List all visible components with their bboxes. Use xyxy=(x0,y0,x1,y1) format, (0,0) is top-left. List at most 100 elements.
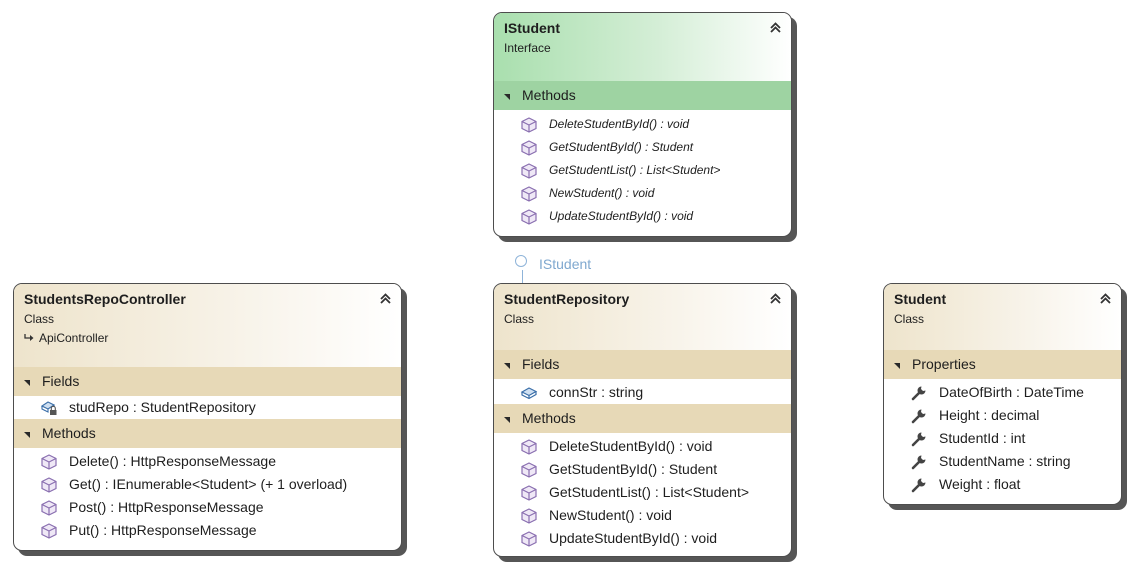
section-label: Properties xyxy=(912,356,976,372)
method-cube-icon xyxy=(521,438,537,455)
property-wrench-icon xyxy=(911,386,926,400)
list-item[interactable]: DateOfBirth : DateTime xyxy=(884,381,1121,404)
repository-header[interactable]: StudentRepository Class xyxy=(494,284,791,350)
list-item[interactable]: connStr : string xyxy=(494,381,791,404)
list-item[interactable]: GetStudentList() : List<Student> xyxy=(494,159,791,182)
controller-title: StudentsRepoController xyxy=(24,291,186,307)
private-field-lock-icon xyxy=(40,400,57,415)
member-text: DeleteStudentById() : void xyxy=(549,117,690,131)
method-cube-icon xyxy=(521,461,537,478)
method-cube-icon xyxy=(521,116,537,133)
list-item[interactable]: Get() : IEnumerable<Student> (+ 1 overlo… xyxy=(14,473,401,496)
property-wrench-icon xyxy=(911,432,926,446)
member-text: Weight : float xyxy=(939,476,1021,492)
list-item[interactable]: Height : decimal xyxy=(884,404,1121,427)
member-text: Height : decimal xyxy=(939,407,1040,423)
member-text: DeleteStudentById() : void xyxy=(549,438,713,454)
controller-methods-section[interactable]: Methods xyxy=(14,419,401,448)
collapse-icon[interactable] xyxy=(769,292,782,305)
list-item[interactable]: GetStudentById() : Student xyxy=(494,458,791,481)
list-item[interactable]: Post() : HttpResponseMessage xyxy=(14,496,401,519)
istudent-title: IStudent xyxy=(504,20,560,36)
member-text: Delete() : HttpResponseMessage xyxy=(69,453,276,469)
member-text: GetStudentById() : Student xyxy=(549,461,718,477)
expand-triangle-icon xyxy=(24,379,30,386)
list-item[interactable]: GetStudentList() : List<Student> xyxy=(494,481,791,504)
list-item[interactable]: StudentName : string xyxy=(884,450,1121,473)
student-class-box[interactable]: Student Class Properties DateOfBirth : D… xyxy=(883,283,1122,505)
member-text: StudentName : string xyxy=(939,453,1071,469)
method-cube-icon xyxy=(41,453,57,470)
expand-triangle-icon xyxy=(504,93,510,100)
method-cube-icon xyxy=(41,476,57,493)
expand-triangle-icon xyxy=(24,431,30,438)
list-item[interactable]: NewStudent() : void xyxy=(494,182,791,205)
istudent-header[interactable]: IStudent Interface xyxy=(494,13,791,81)
repository-methods-section[interactable]: Methods xyxy=(494,404,791,433)
list-item[interactable]: UpdateStudentById() : void xyxy=(494,205,791,228)
method-cube-icon xyxy=(521,530,537,547)
member-text: Post() : HttpResponseMessage xyxy=(69,499,264,515)
section-label: Methods xyxy=(522,87,576,103)
member-text: NewStudent() : void xyxy=(549,186,655,200)
student-title: Student xyxy=(894,291,947,307)
member-text: UpdateStudentById() : void xyxy=(549,209,694,223)
studentrepository-class-box[interactable]: StudentRepository Class Fields connStr :… xyxy=(493,283,792,557)
lollipop-label: IStudent xyxy=(539,256,592,272)
student-properties-section[interactable]: Properties xyxy=(884,350,1121,379)
list-item[interactable]: NewStudent() : void xyxy=(494,504,791,527)
list-item[interactable]: Put() : HttpResponseMessage xyxy=(14,519,401,542)
method-cube-icon xyxy=(521,208,537,225)
interface-lollipop-icon xyxy=(515,255,527,267)
expand-triangle-icon xyxy=(504,416,510,423)
property-wrench-icon xyxy=(911,455,926,469)
istudent-methods-section[interactable]: Methods xyxy=(494,81,791,110)
property-wrench-icon xyxy=(911,478,926,492)
controller-header[interactable]: StudentsRepoController Class ApiControll… xyxy=(14,284,401,367)
list-item[interactable]: DeleteStudentById() : void xyxy=(494,435,791,458)
collapse-icon[interactable] xyxy=(379,292,392,305)
member-text: UpdateStudentById() : void xyxy=(549,530,718,546)
member-text: Put() : HttpResponseMessage xyxy=(69,522,257,538)
expand-triangle-icon xyxy=(894,362,900,369)
repository-stereotype: Class xyxy=(504,312,535,326)
student-stereotype: Class xyxy=(894,312,925,326)
method-cube-icon xyxy=(41,499,57,516)
istudent-stereotype: Interface xyxy=(504,41,551,55)
property-wrench-icon xyxy=(911,409,926,423)
list-item[interactable]: Delete() : HttpResponseMessage xyxy=(14,450,401,473)
collapse-icon[interactable] xyxy=(1099,292,1112,305)
base-class-label: ApiController xyxy=(39,331,109,345)
member-text: DateOfBirth : DateTime xyxy=(939,384,1084,400)
member-text: NewStudent() : void xyxy=(549,507,672,523)
collapse-icon[interactable] xyxy=(769,21,782,34)
method-cube-icon xyxy=(521,484,537,501)
list-item[interactable]: StudentId : int xyxy=(884,427,1121,450)
list-item[interactable]: GetStudentById() : Student xyxy=(494,136,791,159)
controller-fields-section[interactable]: Fields xyxy=(14,367,401,396)
method-cube-icon xyxy=(521,162,537,179)
member-text: Get() : IEnumerable<Student> (+ 1 overlo… xyxy=(69,476,348,492)
studentsrepocontroller-class-box[interactable]: StudentsRepoController Class ApiControll… xyxy=(13,283,402,551)
member-text: studRepo : StudentRepository xyxy=(69,399,256,415)
list-item[interactable]: studRepo : StudentRepository xyxy=(14,396,401,419)
method-cube-icon xyxy=(41,522,57,539)
section-label: Methods xyxy=(522,410,576,426)
student-header[interactable]: Student Class xyxy=(884,284,1121,350)
member-text: StudentId : int xyxy=(939,430,1026,446)
member-text: GetStudentById() : Student xyxy=(549,140,694,154)
field-icon xyxy=(520,386,538,399)
member-text: GetStudentList() : List<Student> xyxy=(549,163,721,177)
list-item[interactable]: UpdateStudentById() : void xyxy=(494,527,791,550)
istudent-interface-box[interactable]: IStudent Interface Methods DeleteStudent… xyxy=(493,12,792,237)
section-label: Fields xyxy=(42,373,80,389)
list-item[interactable]: Weight : float xyxy=(884,473,1121,496)
member-text: GetStudentList() : List<Student> xyxy=(549,484,750,500)
method-cube-icon xyxy=(521,185,537,202)
method-cube-icon xyxy=(521,507,537,524)
controller-base-class: ApiController xyxy=(24,329,391,347)
list-item[interactable]: DeleteStudentById() : void xyxy=(494,113,791,136)
controller-stereotype: Class xyxy=(24,312,55,326)
repository-fields-section[interactable]: Fields xyxy=(494,350,791,379)
section-label: Fields xyxy=(522,356,560,372)
